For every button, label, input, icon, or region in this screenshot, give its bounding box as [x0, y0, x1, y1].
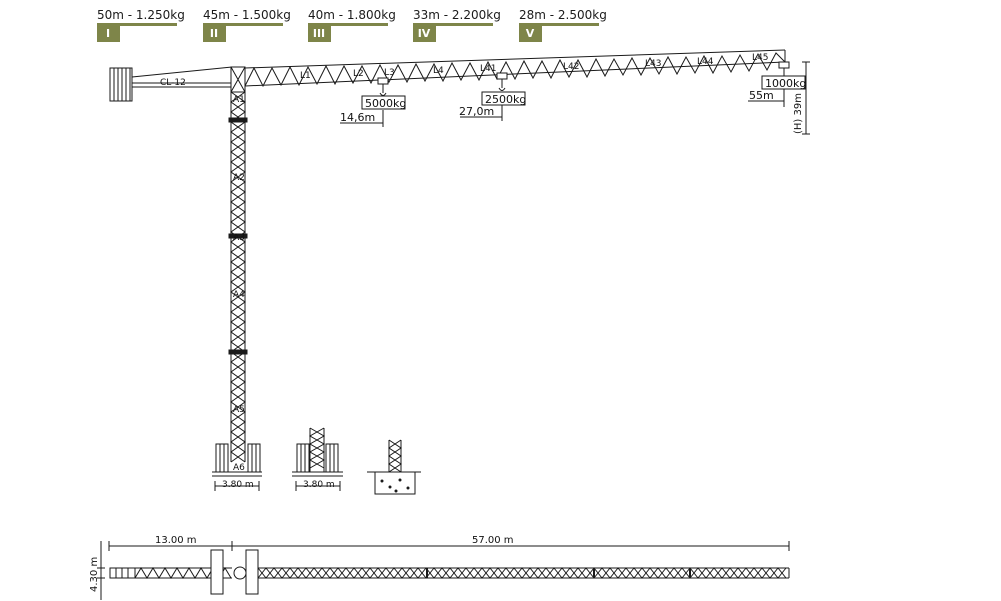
config-1-title: 50m - 1.250kg [97, 8, 185, 22]
counter-jib-label: CL-12 [160, 78, 186, 88]
crane-plan [97, 541, 790, 600]
radius-2-label: 27,0m [459, 105, 494, 118]
mast-label: A6 [233, 463, 245, 473]
mast-label: A5 [233, 405, 245, 415]
config-2: 45m - 1.500kg II [203, 8, 291, 42]
counter-jib [131, 66, 233, 88]
jib [244, 49, 786, 88]
trolley-3 [778, 61, 790, 77]
counterweight [109, 67, 133, 102]
config-3-roman: III [313, 27, 325, 40]
base-width-1: 3.80 m [222, 480, 254, 490]
config-4: 33m - 2.200kg IV [413, 8, 501, 42]
jib-section-label: L42 [563, 62, 579, 72]
elevation-texts: 5000kg 14,6m 2500kg 27,0m 1000kg 55m (H)… [222, 77, 806, 490]
load-2-label: 2500kg [485, 93, 526, 106]
base-ballast-2 [292, 427, 343, 491]
plan-texts: 13.00 m 57.00 m 4.30 m [89, 535, 514, 592]
radius-1-label: 14,6m [340, 111, 375, 124]
load-1-label: 5000kg [365, 97, 406, 110]
jib-section-labels: L1 L2 L3 L4 L41 L42 L43 L44 L45 [300, 53, 768, 81]
mast-section-labels: A1 A2 A3 A4 A5 A6 [233, 95, 245, 473]
config-1: 50m - 1.250kg I [97, 8, 185, 42]
mast-label: A4 [233, 290, 245, 300]
counter-jib-length: 13.00 m [155, 535, 197, 546]
base-foundation [367, 439, 421, 495]
config-1-roman: I [106, 27, 110, 40]
tower-head [230, 66, 246, 93]
config-3-title: 40m - 1.800kg [308, 8, 396, 22]
trolley-1 [377, 77, 389, 96]
config-legend: 50m - 1.250kg I 45m - 1.500kg II 40m - 1… [97, 8, 607, 42]
config-2-roman: II [210, 27, 218, 40]
jib-section-label: L45 [752, 53, 768, 63]
config-5-title: 28m - 2.500kg [519, 8, 607, 22]
base-width-2: 3.80 m [303, 480, 335, 490]
trolley-2 [496, 72, 508, 91]
mast-label: A1 [233, 95, 245, 105]
base-ballast-1 [212, 443, 262, 491]
jib-section-label: L43 [645, 59, 661, 69]
jib-section-label: L3 [384, 68, 395, 78]
config-3: 40m - 1.800kg III [308, 8, 396, 42]
jib-section-label: L4 [433, 66, 444, 76]
jib-section-label: L44 [697, 57, 714, 67]
jib-section-label: L41 [480, 64, 496, 74]
config-5-roman: V [526, 27, 535, 40]
mast [228, 91, 248, 463]
jib-section-label: L2 [353, 69, 364, 79]
radius-3-label: 55m [749, 89, 774, 102]
crane-elevation: CL-12 L1 L2 L3 L4 L41 L42 L43 L44 L45 [97, 49, 810, 600]
load-3-label: 1000kg [765, 77, 806, 90]
mast-label: A3 [233, 233, 245, 243]
config-5: 28m - 2.500kg V [519, 8, 607, 42]
mast-label: A2 [233, 173, 245, 183]
config-4-roman: IV [418, 27, 431, 40]
height-label: (H) 39m [793, 93, 804, 134]
config-4-title: 33m - 2.200kg [413, 8, 501, 22]
jib-length: 57.00 m [472, 535, 514, 546]
plan-width: 4.30 m [89, 557, 100, 592]
jib-section-label: L1 [300, 71, 311, 81]
config-2-title: 45m - 1.500kg [203, 8, 291, 22]
